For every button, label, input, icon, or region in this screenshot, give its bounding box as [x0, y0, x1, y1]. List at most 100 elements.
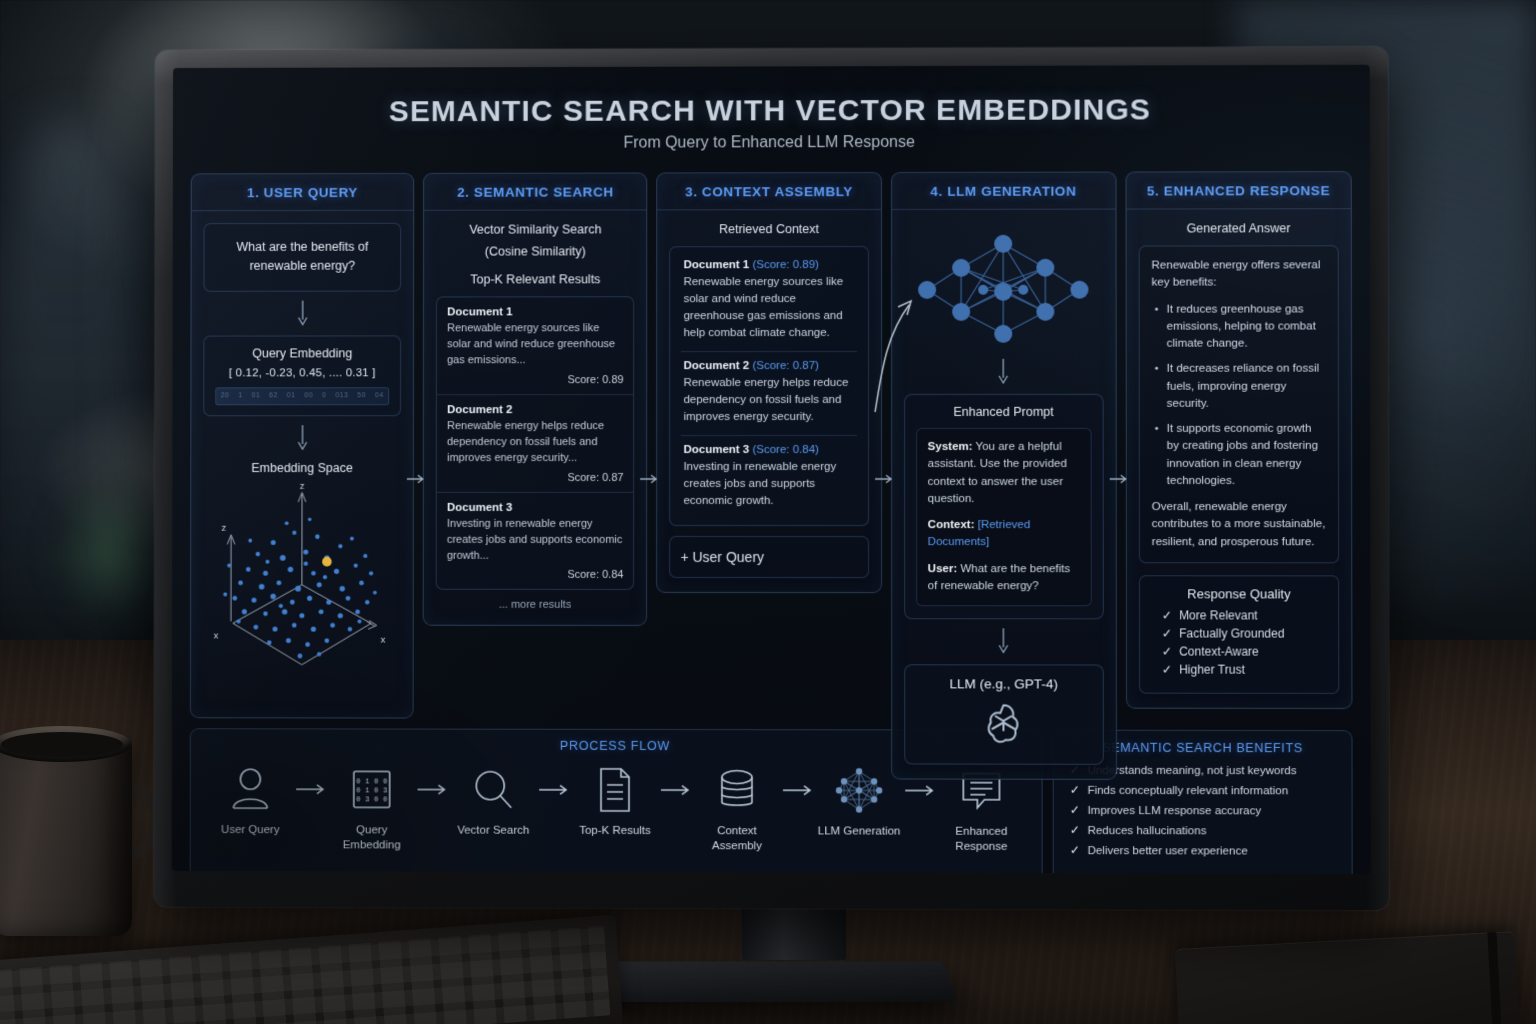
flow-label: User Query [221, 824, 280, 837]
flow-step-topk-results[interactable]: Top-K Results [571, 761, 659, 839]
bottom-section: PROCESS FLOW User Qu [189, 728, 1353, 874]
answer-tail: Overall, renewable energy contributes to… [1151, 501, 1326, 548]
prompt-user-line: User: What are the benefits of renewable… [928, 561, 1080, 596]
benefit-label: Reduces hallucinations [1087, 825, 1207, 838]
query-embedding-box: Query Embedding [ 0.12, -0.23, 0.45, ...… [203, 335, 402, 416]
list-item[interactable]: Document 3 Investing in renewable energy… [437, 493, 634, 590]
ctx-text: Investing in renewable energy creates jo… [683, 461, 837, 508]
check-icon: ✓ [1069, 845, 1080, 858]
list-item[interactable]: Document 1 (Score: 0.89) Renewable energ… [681, 251, 857, 353]
flow-label: Top-K Results [579, 824, 651, 838]
quality-label: Context-Aware [1179, 644, 1259, 659]
ctx-text: Renewable energy sources like solar and … [683, 276, 844, 340]
benefit-label: Improves LLM response accuracy [1087, 804, 1262, 818]
more-results-label[interactable]: ... more results [498, 599, 572, 612]
panel-head-semantic-search: 2. SEMANTIC SEARCH [424, 173, 647, 211]
prompt-context-label: Context: [927, 519, 975, 532]
arrow-down-icon-3 [996, 359, 1010, 385]
similarity-line-2: (Cosine Similarity) [484, 244, 586, 259]
benefit-label: Understands meaning, not just keywords [1087, 764, 1297, 778]
openai-logo-icon [979, 697, 1029, 747]
page-subtitle: From Query to Enhanced LLM Response [623, 133, 915, 152]
query-point-highlight [322, 556, 332, 567]
panel-context-assembly: 3. CONTEXT ASSEMBLY Retrieved Context Do… [656, 172, 882, 594]
neural-network-diagram [904, 222, 1104, 350]
generated-answer-box: Renewable energy offers several key bene… [1138, 245, 1340, 564]
column-llm-generation: 4. LLM GENERATION [873, 171, 1117, 780]
check-icon: ✓ [1069, 824, 1080, 838]
matrix-icon: 0 1 0 0 0 1 0 3 0 3 0 0 [349, 766, 395, 812]
enhanced-prompt-title: Enhanced Prompt [953, 404, 1054, 419]
flow-label: LLM Generation [817, 825, 901, 838]
quality-label: Higher Trust [1179, 662, 1245, 677]
flow-step-llm-generation[interactable]: LLM Generation [815, 761, 903, 839]
svg-text:x: x [214, 630, 219, 641]
answer-bullets: It reduces greenhouse gas emissions, hel… [1154, 301, 1326, 490]
list-item: ✓ Higher Trust [1162, 662, 1326, 676]
list-item: It supports economic growth by creating … [1154, 421, 1326, 490]
arrow-right-icon [903, 783, 937, 797]
flow-step-user-query[interactable]: User Query [207, 760, 295, 838]
arrow-down-icon-2 [295, 425, 309, 451]
connector-arrow-1 [407, 472, 429, 486]
document-icon [600, 768, 630, 812]
doc-title: Document 2 [446, 403, 513, 416]
database-icon [720, 769, 753, 806]
doc-score: Score: 0.84 [567, 569, 624, 582]
monitor: SEMANTIC SEARCH WITH VECTOR EMBEDDINGS F… [153, 46, 1390, 911]
flow-label: Query Embedding [342, 824, 401, 852]
list-item: ✓More Relevant [1162, 608, 1326, 622]
arrow-right-icon [416, 783, 450, 797]
column-context-assembly: 3. CONTEXT ASSEMBLY Retrieved Context Do… [641, 172, 882, 594]
doc-text: Investing in renewable energy creates jo… [446, 517, 623, 562]
doc-score: Score: 0.87 [567, 471, 624, 484]
flow-step-context-assembly[interactable]: Context Assembly [693, 761, 781, 854]
embedding-space-scatter: z z x x [214, 480, 386, 699]
topk-results-list: Document 1 Renewable energy sources like… [435, 296, 635, 591]
flow-step-vector-search[interactable]: Vector Search [449, 761, 537, 839]
list-item: ✓Delivers better user experience [1070, 843, 1340, 858]
list-item[interactable]: Document 2 Renewable energy helps reduce… [436, 394, 634, 493]
svg-text:0 1 0 0: 0 1 0 0 [356, 778, 388, 786]
svg-text:z: z [300, 480, 305, 491]
page-title: SEMANTIC SEARCH WITH VECTOR EMBEDDINGS [388, 93, 1152, 129]
flow-step-query-embedding[interactable]: 0 1 0 0 0 1 0 3 0 3 0 0 Query Embedding [328, 760, 416, 853]
check-icon: ✓ [1161, 608, 1173, 623]
llm-model-box: LLM (e.g., GPT-4) [903, 664, 1104, 765]
svg-text:0 1 0 3: 0 1 0 3 [356, 787, 388, 795]
arrow-right-icon [782, 784, 811, 795]
arrow-right-icon [539, 785, 568, 796]
panel-llm-generation: 4. LLM GENERATION [890, 171, 1117, 780]
list-item: It reduces greenhouse gas emissions, hel… [1154, 301, 1326, 353]
check-icon: ✓ [1161, 626, 1173, 641]
prompt-user-label: User: [927, 562, 958, 575]
connector-arrow-3 [874, 474, 892, 483]
ctx-title: Document 1 [683, 259, 750, 272]
doc-title: Document 1 [447, 306, 513, 319]
check-icon: ✓ [1161, 662, 1173, 677]
arrow-right-icon [294, 782, 328, 796]
response-quality-box: Response Quality ✓More Relevant ✓Factual… [1138, 575, 1340, 694]
topk-label: Top-K Relevant Results [470, 272, 601, 287]
column-user-query: 1. USER QUERY What are the benefits of r… [189, 172, 415, 719]
list-item: ✓Factually Grounded [1162, 626, 1326, 640]
prompt-context-line: Context: [Retrieved Documents] [928, 517, 1080, 552]
generated-answer-label: Generated Answer [1186, 221, 1291, 236]
connector-arrow-2 [641, 475, 659, 484]
flow-label: Enhanced Response [955, 825, 1008, 853]
doc-text: Renewable energy helps reduce dependency… [446, 419, 605, 464]
ctx-title: Document 2 [683, 360, 750, 373]
list-item: ✓ Reduces hallucinations [1070, 823, 1340, 838]
doc-text: Renewable energy sources like solar and … [447, 322, 616, 367]
ctx-title: Document 3 [683, 444, 750, 457]
embedding-space-label: Embedding Space [251, 460, 353, 475]
enhanced-prompt-box: Enhanced Prompt System: You are a helpfu… [903, 393, 1104, 620]
list-item[interactable]: Document 1 Renewable energy sources like… [437, 297, 634, 396]
check-icon: ✓ [1069, 784, 1080, 797]
add-user-query-row[interactable]: + User Query [669, 536, 869, 579]
list-item[interactable]: Document 2 (Score: 0.87) Renewable energ… [681, 352, 857, 437]
panel-enhanced-response: 5. ENHANCED RESPONSE Generated Answer Re… [1125, 171, 1353, 709]
column-semantic-search: 2. SEMANTIC SEARCH Vector Similarity Sea… [423, 172, 648, 627]
list-item[interactable]: Document 3 (Score: 0.84) Investing in re… [681, 436, 856, 519]
